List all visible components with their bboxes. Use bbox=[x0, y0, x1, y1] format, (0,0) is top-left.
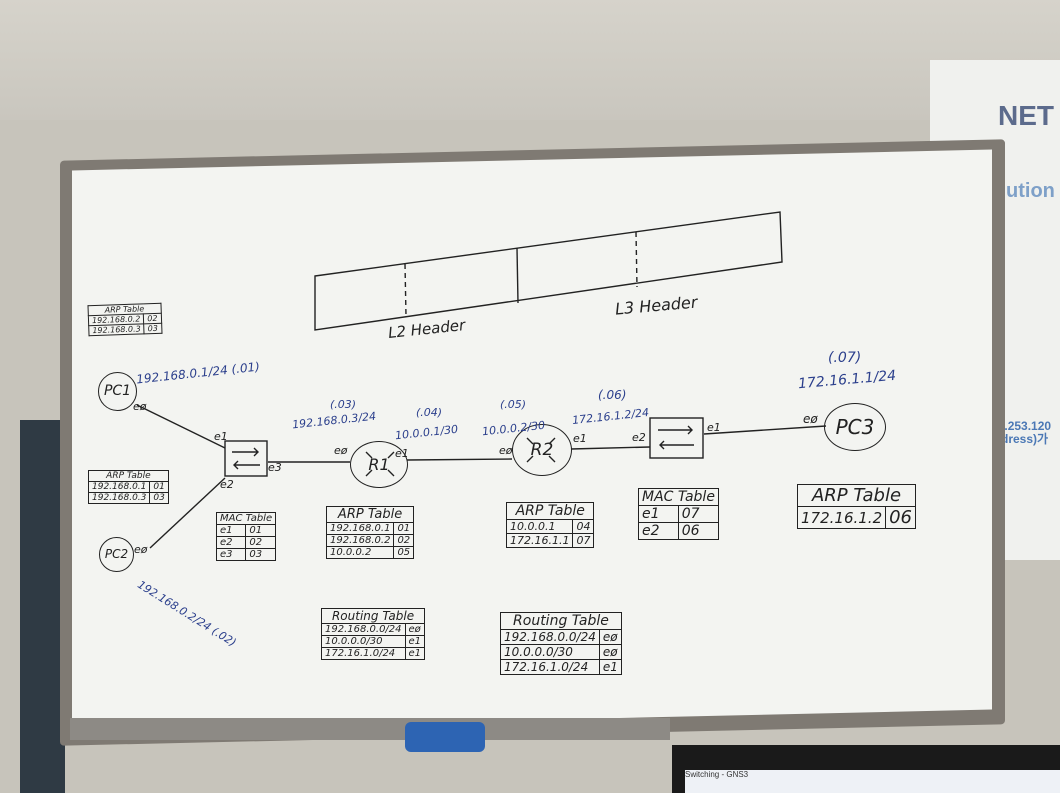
r2-e0-label: eø bbox=[499, 444, 513, 457]
screen-title: NET bbox=[998, 100, 1054, 131]
ceiling bbox=[0, 0, 1060, 130]
table-title: Routing Table bbox=[320, 608, 426, 624]
person-silhouette bbox=[20, 420, 65, 793]
packet-divider-3 bbox=[635, 231, 638, 288]
link-r1-r2 bbox=[406, 458, 513, 461]
r1-e0-label: eø bbox=[334, 444, 348, 457]
marker-tray bbox=[70, 718, 670, 740]
pc1-port-label: eø bbox=[133, 400, 147, 413]
link-pc1-sw1 bbox=[136, 404, 226, 449]
table-title: MAC Table bbox=[215, 512, 277, 525]
switch-1 bbox=[224, 440, 268, 477]
whiteboard-eraser bbox=[405, 722, 485, 752]
r1-left-mac: (.03) bbox=[330, 398, 357, 411]
link-pc2-sw1 bbox=[149, 477, 226, 549]
packet-divider-1 bbox=[404, 263, 407, 317]
r1-e1-label: e1 bbox=[395, 447, 409, 460]
sw1-e1-label: e1 bbox=[214, 430, 228, 443]
link-r2-sw2 bbox=[570, 446, 651, 450]
pc3-port-label: eø bbox=[803, 412, 818, 426]
r2-e1-label: e1 bbox=[573, 432, 587, 445]
pc3-mac: (.07) bbox=[828, 350, 862, 366]
table-title: ARP Table bbox=[505, 502, 595, 520]
r2-right-mac: (.06) bbox=[598, 388, 627, 402]
table-title: ARP Table bbox=[88, 470, 169, 482]
pc1-node: PC1 bbox=[98, 372, 137, 411]
sw1-e2-label: e2 bbox=[220, 478, 234, 491]
packet-header-box bbox=[314, 211, 783, 331]
sw2-e1-label: e1 bbox=[707, 421, 721, 434]
switch-1-arrows bbox=[232, 447, 260, 470]
table-title: ARP Table bbox=[796, 484, 917, 507]
r2-left-mac: (.05) bbox=[500, 398, 527, 411]
r1-node: R1 bbox=[350, 441, 408, 488]
sw1-e3-label: e3 bbox=[268, 461, 282, 474]
switch-2-arrows bbox=[658, 425, 694, 450]
r2-node: R2 bbox=[512, 424, 572, 476]
r1-right-mac: (.04) bbox=[416, 406, 443, 419]
link-sw2-pc3 bbox=[703, 425, 827, 435]
pc2-port-label: eø bbox=[134, 543, 148, 556]
monitor-window-title: Switching - GNS3 bbox=[685, 770, 1060, 793]
packet-divider-2 bbox=[516, 247, 519, 304]
pc3-node: PC3 bbox=[824, 403, 886, 451]
pc2-node: PC2 bbox=[99, 537, 134, 572]
table-title: MAC Table bbox=[638, 488, 719, 506]
table-title: Routing Table bbox=[500, 612, 622, 630]
sw2-e2-label: e2 bbox=[632, 431, 646, 444]
switch-2 bbox=[649, 417, 704, 459]
table-title: ARP Table bbox=[325, 506, 415, 523]
